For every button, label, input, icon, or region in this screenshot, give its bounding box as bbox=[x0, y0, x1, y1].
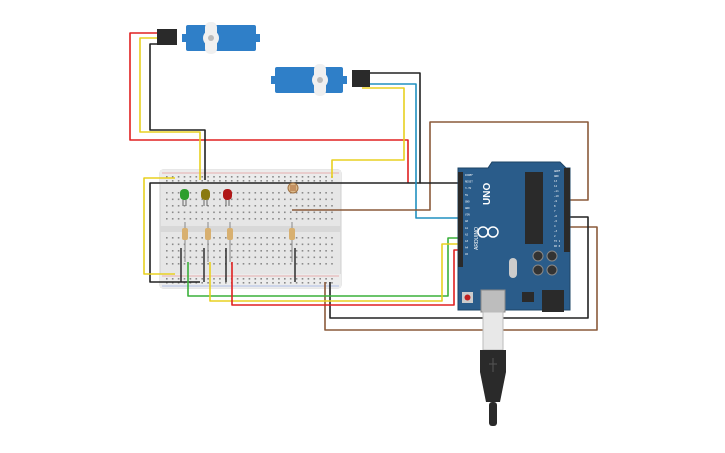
wires bbox=[129, 32, 598, 331]
servo-2[interactable] bbox=[271, 64, 370, 96]
pin-label: ~9 bbox=[554, 199, 558, 203]
pin-label: ~10 bbox=[554, 194, 559, 198]
pin-label: A2 bbox=[465, 232, 469, 236]
pin-label: GND bbox=[465, 199, 470, 203]
pin-label: RX 0 bbox=[554, 244, 561, 248]
wire-yellow-servo1 bbox=[139, 37, 201, 180]
pin-label: ~11 bbox=[554, 189, 559, 193]
pin-label: VIN bbox=[465, 213, 470, 217]
pin-label: A4 bbox=[465, 246, 469, 250]
wire-black-left bbox=[149, 182, 342, 283]
pin-label: ~3 bbox=[554, 229, 558, 233]
pin-label: GND bbox=[465, 206, 470, 210]
arduino-uno[interactable]: ARDUINO UNO IOREFRESET3.3V5VGNDGNDVINA0A… bbox=[457, 161, 571, 313]
wire-red-led bbox=[231, 249, 460, 306]
pin-label: A0 bbox=[465, 219, 469, 223]
arduino-model: UNO bbox=[482, 183, 493, 205]
pin-label: 4 bbox=[554, 224, 556, 228]
wire-green-led bbox=[187, 237, 460, 297]
pin-label: 2 bbox=[554, 234, 556, 238]
breadboard-jumpers bbox=[180, 248, 296, 282]
pin-label: AREF bbox=[554, 169, 561, 173]
usb-icon bbox=[489, 358, 497, 372]
photoresistor[interactable] bbox=[287, 182, 299, 194]
resistor-2 bbox=[205, 222, 211, 262]
pin-label: TX 1 bbox=[554, 239, 561, 243]
servo-1[interactable] bbox=[157, 22, 260, 54]
reset-button[interactable] bbox=[464, 294, 471, 301]
wire-yellow-servo2 bbox=[331, 87, 405, 178]
wire-black-servo2 bbox=[342, 72, 421, 184]
wire-black-bottom bbox=[329, 216, 589, 319]
red-led bbox=[223, 189, 232, 206]
wire-cyan-servo2 bbox=[368, 83, 458, 219]
pin-label: ~5 bbox=[554, 219, 558, 223]
pin-label: A5 bbox=[465, 252, 469, 256]
pin-label: 5V bbox=[465, 193, 469, 197]
wire-yellow-led bbox=[209, 243, 460, 302]
pin-label: IOREF bbox=[465, 173, 473, 177]
wire-brown-top bbox=[292, 121, 589, 211]
arduino-brand: ARDUINO bbox=[474, 227, 480, 250]
yellow-led bbox=[201, 189, 210, 206]
pin-label: 12 bbox=[554, 184, 558, 188]
breadboard-holes bbox=[166, 176, 333, 284]
pin-label: 13 bbox=[554, 179, 558, 183]
resistors[interactable] bbox=[182, 222, 295, 262]
pin-label: A3 bbox=[465, 239, 469, 243]
wire-red-servo1 bbox=[129, 32, 409, 183]
pin-label: 8 bbox=[554, 204, 556, 208]
pin-label: 7 bbox=[554, 209, 556, 213]
pin-label: ~6 bbox=[554, 214, 558, 218]
green-led bbox=[180, 189, 189, 206]
leds[interactable] bbox=[180, 189, 232, 206]
usb-cable bbox=[480, 311, 506, 426]
pin-label: 3.3V bbox=[465, 186, 472, 190]
wire-yellow-left bbox=[143, 177, 175, 275]
arduino-logo-icon bbox=[477, 226, 499, 238]
wire-black-servo1 bbox=[149, 43, 206, 180]
pin-label: A1 bbox=[465, 226, 469, 230]
pin-label: RESET bbox=[465, 180, 473, 184]
resistor-4 bbox=[289, 222, 295, 262]
resistor-3 bbox=[227, 222, 233, 262]
pin-label: GND bbox=[554, 174, 559, 178]
resistor-1 bbox=[182, 222, 188, 262]
